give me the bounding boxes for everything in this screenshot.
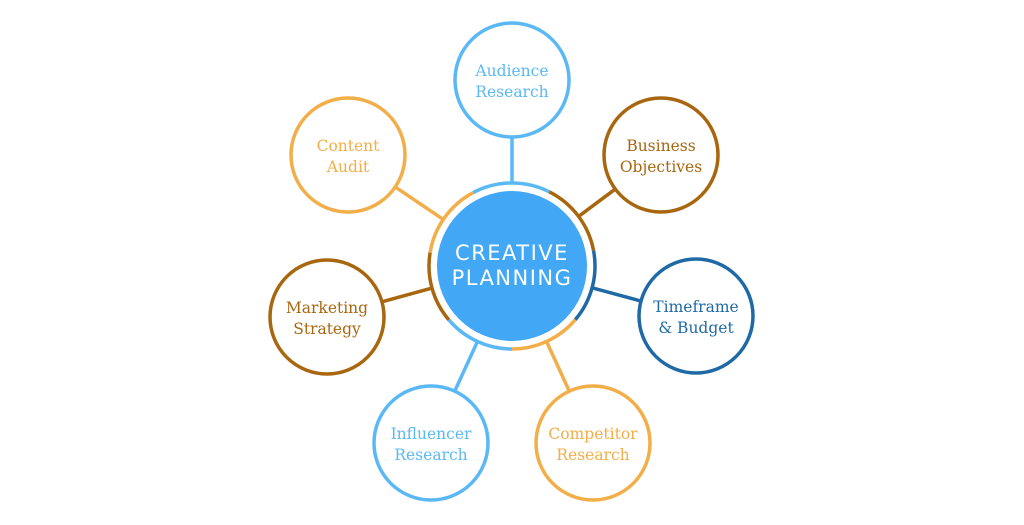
content-audit-circle — [289, 96, 407, 214]
influencer-research-label-line2: Research — [394, 446, 467, 464]
content-audit-label-line2: Audit — [326, 158, 370, 176]
business-objectives-label-line1: Business — [626, 137, 695, 155]
business-objectives-label-line2: Objectives — [620, 158, 702, 176]
timeframe-budget-connector — [591, 286, 642, 303]
center-label-line2: PLANNING — [452, 266, 573, 290]
marketing-strategy-label-line1: Marketing — [286, 299, 368, 317]
content-audit-label-line1: Content — [317, 137, 381, 155]
audience-research-circle — [453, 21, 571, 139]
business-objectives-circle — [602, 96, 720, 214]
audience-research-ring-segment — [472, 181, 551, 195]
content-audit-ring-segment — [428, 191, 474, 253]
timeframe-budget-label-line1: Timeframe — [653, 298, 738, 316]
influencer-research-connector — [453, 340, 480, 392]
audience-research-label-line1: Audience — [474, 62, 548, 80]
timeframe-budget-ring-segment — [573, 250, 597, 321]
marketing-strategy-circle — [268, 258, 386, 376]
timeframe-budget-label-line2: & Budget — [658, 319, 734, 337]
influencer-research-label-line1: Influencer — [391, 425, 472, 443]
competitor-research-label-line1: Competitor — [548, 425, 638, 443]
content-audit-connector — [394, 185, 445, 221]
marketing-strategy-label-line2: Strategy — [293, 320, 361, 338]
center-label-line1: CREATIVE — [455, 241, 569, 265]
audience-research-label-line2: Research — [475, 83, 548, 101]
influencer-research-circle — [372, 384, 490, 502]
competitor-research-label-line2: Research — [556, 446, 629, 464]
competitor-research-ring-segment — [511, 318, 577, 351]
influencer-research-ring-segment — [447, 318, 513, 351]
business-objectives-connector — [577, 187, 617, 218]
marketing-strategy-connector — [381, 286, 433, 304]
business-objectives-ring-segment — [548, 190, 596, 251]
center-circle — [437, 191, 587, 341]
marketing-strategy-ring-segment — [427, 252, 451, 321]
timeframe-budget-circle — [637, 257, 755, 375]
timeframe-budget-node: Timeframe & Budget — [637, 257, 755, 375]
competitor-research-connector — [544, 340, 571, 392]
competitor-research-circle — [534, 384, 652, 502]
